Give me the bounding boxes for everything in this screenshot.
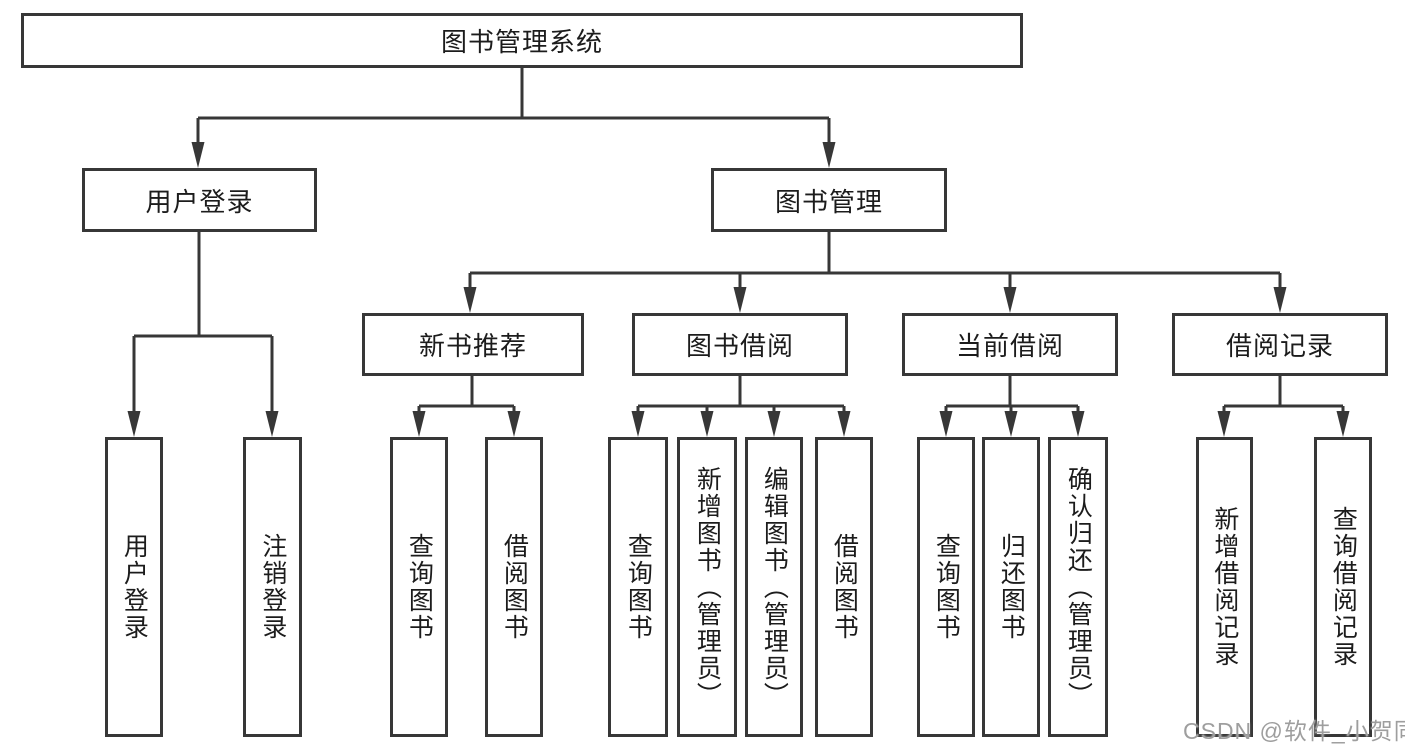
leaf-logout: 注销登录 <box>243 437 302 737</box>
node-label: 用户登录 <box>120 533 149 641</box>
arrowhead <box>507 411 521 437</box>
leaf-add-borrowing-record: 新增借阅记录 <box>1196 437 1253 737</box>
arrowhead <box>463 287 477 313</box>
node-label: 查询图书 <box>932 533 961 641</box>
node-library-management-system: 图书管理系统 <box>21 13 1023 68</box>
leaf-confirm-return-admin: 确认归还（管理员） <box>1048 437 1108 737</box>
node-label: 新书推荐 <box>418 331 527 361</box>
leaf-borrow-books-recommendation: 借阅图书 <box>485 437 543 737</box>
node-label: 图书借阅 <box>685 331 794 361</box>
connector-borrowing-records-to-leaves <box>1217 374 1350 437</box>
connector-user-login-to-leaves <box>127 230 279 437</box>
leaf-edit-books-admin: 编辑图书（管理员） <box>745 437 803 737</box>
leaf-add-books-admin: 新增图书（管理员） <box>677 437 737 737</box>
node-label: 确认归还（管理员） <box>1064 465 1093 709</box>
leaf-query-borrowing-record: 查询借阅记录 <box>1314 437 1372 737</box>
node-label: 图书管理 <box>774 186 883 217</box>
node-label: 图书管理系统 <box>440 27 603 57</box>
node-label: 归还图书 <box>997 533 1026 641</box>
arrowhead <box>191 142 205 168</box>
leaf-query-books-recommendation: 查询图书 <box>390 437 448 737</box>
arrowhead <box>767 411 781 437</box>
node-user-login: 用户登录 <box>82 168 317 232</box>
arrowhead <box>265 411 279 437</box>
node-label: 借阅记录 <box>1225 331 1334 361</box>
arrowhead <box>939 411 953 437</box>
arrowhead <box>822 142 836 168</box>
arrowhead <box>631 411 645 437</box>
node-current-borrowing: 当前借阅 <box>902 313 1118 376</box>
node-label: 新增图书（管理员） <box>693 465 722 709</box>
arrowhead <box>127 411 141 437</box>
connector-current-borrowing-to-leaves <box>939 374 1085 437</box>
arrowhead <box>1004 411 1018 437</box>
node-new-book-recommendation: 新书推荐 <box>362 313 584 376</box>
leaf-return-books: 归还图书 <box>982 437 1040 737</box>
node-label: 查询图书 <box>405 533 434 641</box>
node-label: 编辑图书（管理员） <box>760 465 789 709</box>
node-book-management: 图书管理 <box>711 168 947 232</box>
node-label: 新增借阅记录 <box>1210 506 1239 668</box>
arrowhead <box>1217 411 1231 437</box>
leaf-query-books-borrowing: 查询图书 <box>608 437 668 737</box>
arrowhead <box>1273 287 1287 313</box>
node-label: 查询图书 <box>624 533 653 641</box>
node-label: 注销登录 <box>258 533 287 641</box>
node-label: 借阅图书 <box>500 533 529 641</box>
arrowhead <box>837 411 851 437</box>
arrowhead <box>1071 411 1085 437</box>
node-label: 用户登录 <box>145 186 254 217</box>
connector-root-to-level2 <box>191 66 836 168</box>
node-label: 当前借阅 <box>955 331 1064 361</box>
leaf-query-books-current: 查询图书 <box>917 437 975 737</box>
node-borrowing-records: 借阅记录 <box>1172 313 1388 376</box>
node-label: 查询借阅记录 <box>1329 506 1358 668</box>
arrowhead <box>700 411 714 437</box>
leaf-borrow-books: 借阅图书 <box>815 437 873 737</box>
arrowhead <box>733 287 747 313</box>
connector-new-book-to-leaves <box>412 374 521 437</box>
connector-book-management-to-level3 <box>463 230 1287 313</box>
arrowhead <box>1336 411 1350 437</box>
csdn-watermark: CSDN @软件_小贺同学 <box>1183 718 1405 744</box>
node-book-borrowing: 图书借阅 <box>632 313 848 376</box>
node-label: 借阅图书 <box>830 533 859 641</box>
leaf-user-login: 用户登录 <box>105 437 163 737</box>
arrowhead <box>1003 287 1017 313</box>
arrowhead <box>412 411 426 437</box>
connector-book-borrowing-to-leaves <box>631 374 851 437</box>
